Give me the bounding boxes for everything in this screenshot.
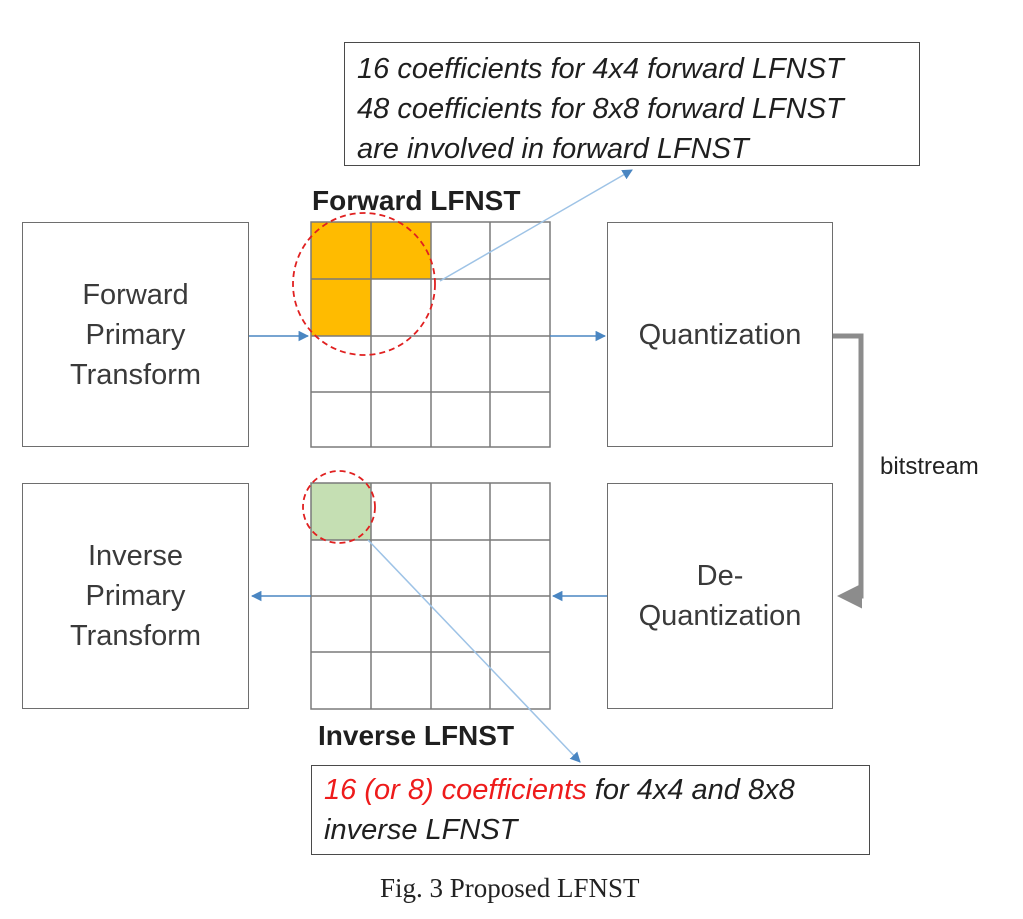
inverse-coeff-cell — [311, 483, 371, 540]
forward-coeff-cell — [311, 222, 371, 279]
forward-highlight-circle — [292, 212, 436, 356]
block-text: Transform — [69, 620, 202, 652]
inverse-primary-transform-block: Inverse Primary Transform — [22, 483, 249, 709]
inverse-highlight-circle — [302, 470, 376, 544]
inverse-note-line-2: inverse LFNST — [324, 814, 518, 846]
inverse-note-line-1: 16 (or 8) coefficients for 4x4 and 8x8 — [324, 770, 857, 810]
block-text: De- — [696, 560, 744, 592]
bitstream-path — [833, 333, 864, 609]
block-text: Quantization — [638, 600, 802, 632]
block-text: Transform — [69, 358, 202, 391]
dequantization-block: De- Quantization — [607, 483, 833, 709]
bitstream-label: bitstream — [880, 453, 979, 480]
forward-note-line-3: are involved in forward LFNST — [357, 133, 749, 165]
figure-caption: Fig. 3 Proposed LFNST — [380, 873, 640, 903]
block-text: Inverse — [87, 540, 184, 572]
inverse-note-line-1-rest: for 4x4 and 8x8 — [586, 774, 795, 806]
block-text: Primary — [85, 318, 186, 351]
forward-lfnst-grid — [310, 221, 551, 448]
inverse-lfnst-label: Inverse LFNST — [318, 720, 515, 751]
forward-callout-line — [439, 169, 633, 282]
forward-lfnst-note: 16 coefficients for 4x4 forward LFNST 48… — [344, 42, 920, 166]
forward-coeff-cell — [311, 279, 371, 336]
inverse-note-highlight: 16 (or 8) coefficients — [324, 774, 587, 806]
forward-note-line-1: 16 coefficients for 4x4 forward LFNST — [357, 53, 844, 85]
forward-lfnst-label: Forward LFNST — [312, 185, 521, 216]
block-text: Primary — [85, 580, 186, 612]
quantization-block: Quantization — [607, 222, 833, 447]
inverse-lfnst-grid — [310, 482, 551, 710]
inverse-lfnst-note: 16 (or 8) coefficients for 4x4 and 8x8 i… — [311, 765, 870, 855]
forward-primary-transform-block: Forward Primary Transform — [22, 222, 249, 447]
block-text: Quantization — [638, 318, 802, 351]
forward-coeff-cell — [371, 222, 431, 279]
inverse-callout-line — [367, 539, 581, 763]
block-text: Forward — [82, 278, 189, 311]
forward-note-line-2: 48 coefficients for 8x8 forward LFNST — [357, 93, 844, 125]
